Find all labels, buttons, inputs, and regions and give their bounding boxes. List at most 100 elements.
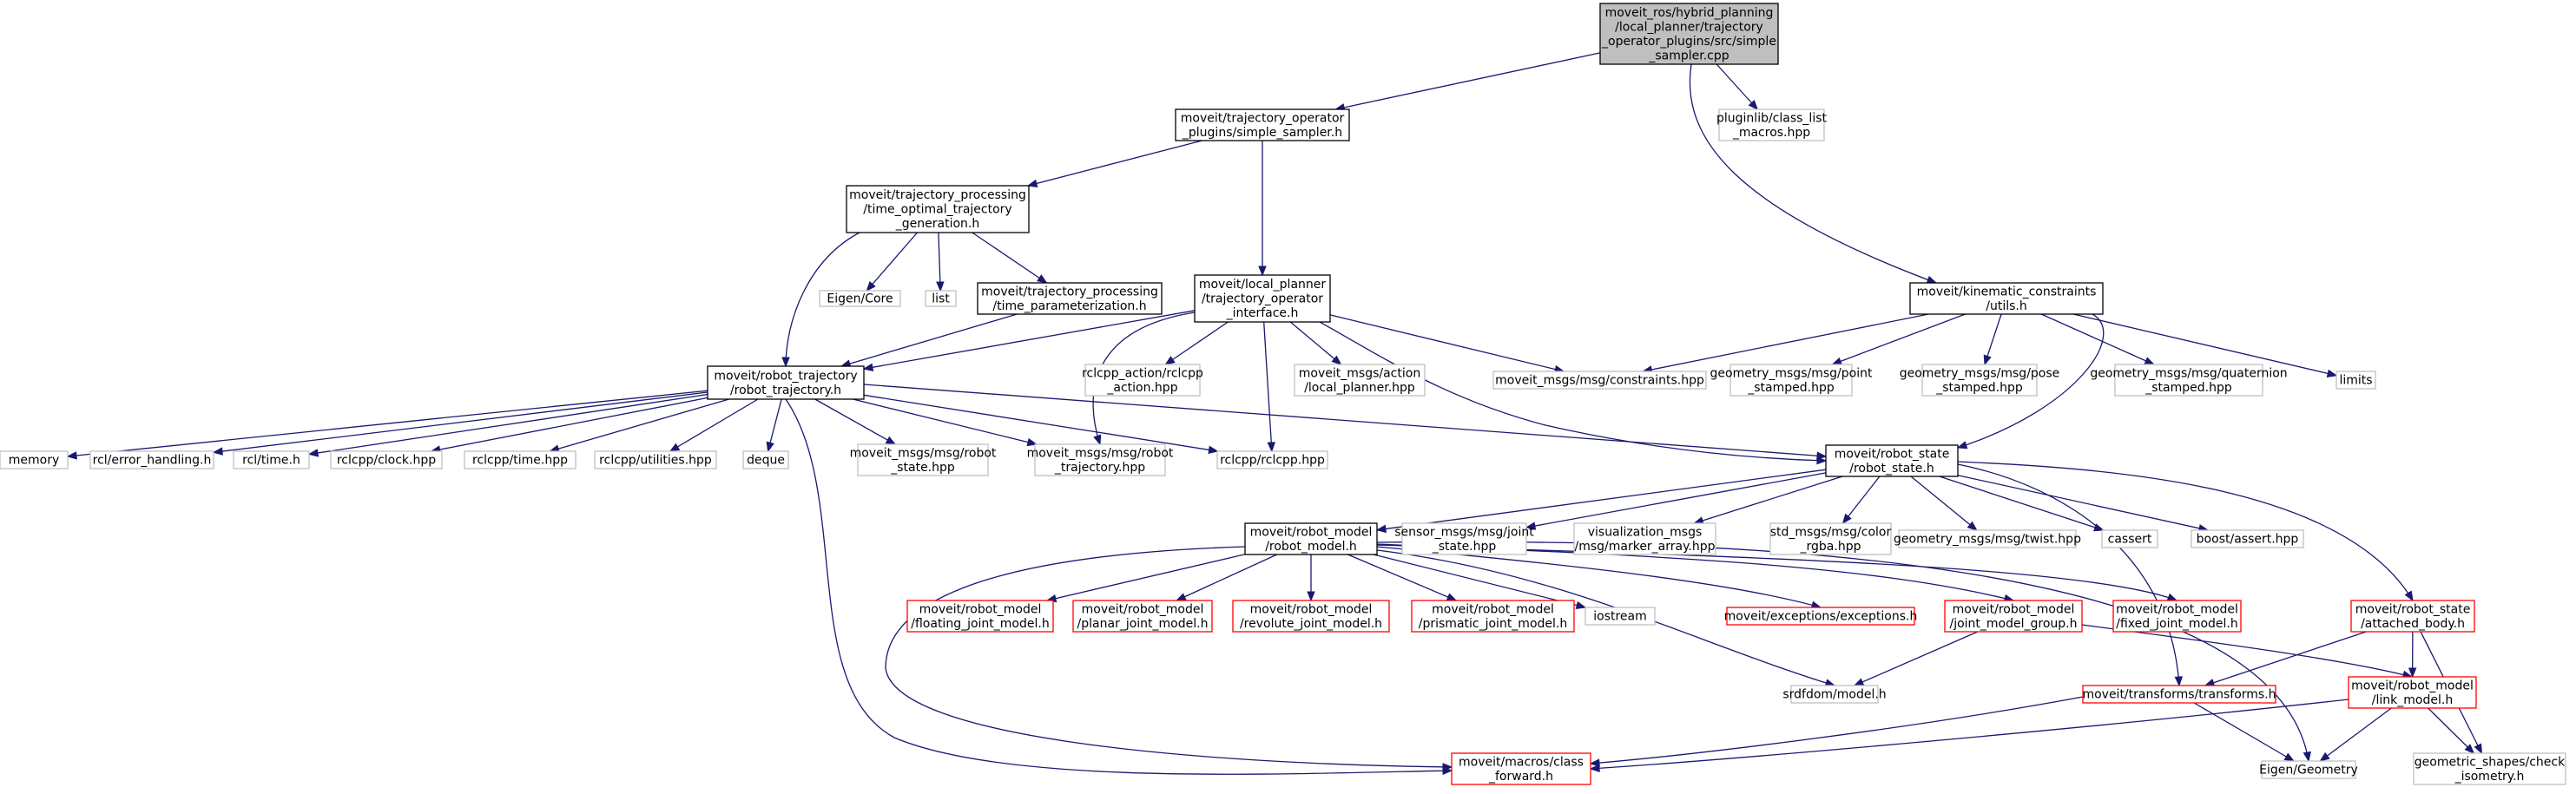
edge-n5-n16 [862, 310, 1196, 371]
node-label-line: _trajectory.hpp [1054, 461, 1145, 475]
node-label-line: moveit/trajectory_operator [1181, 111, 1345, 125]
edge-n3-n13 [1983, 313, 2002, 366]
node-label-line: /robot_model.h [1265, 540, 1357, 554]
node-external-n11: moveit_msgs/msg/constraints.hpp [1492, 371, 1707, 390]
node-label-line: /trajectory_operator [1202, 292, 1323, 306]
edge-n45-n47 [1589, 696, 2084, 767]
node-external-n6: Eigen/Core [819, 290, 901, 307]
edge-n0-n2 [1716, 63, 1759, 110]
node-label-line: rclcpp/time.hpp [472, 454, 568, 468]
node-missing-n46[interactable]: moveit/robot_model/link_model.h [2348, 676, 2477, 709]
node-label-line: _plugins/simple_sampler.h [1182, 126, 1342, 140]
edge-n46-n47 [1589, 699, 2349, 773]
node-doc-n4[interactable]: moveit/trajectory_processing/time_optima… [846, 185, 1030, 233]
node-label-line: rclcpp/utilities.hpp [599, 454, 712, 468]
node-label-line: iostream [1593, 610, 1647, 624]
node-label-line: _interface.h [1226, 306, 1299, 320]
node-missing-n41[interactable]: moveit/robot_model/joint_model_group.h [1944, 600, 2083, 633]
node-missing-n40[interactable]: moveit/exceptions/exceptions.h [1724, 607, 1918, 626]
node-label-line: _forward.h [1488, 770, 1553, 784]
node-external-n33: cassert [2101, 529, 2158, 548]
edge-n16-n23 [766, 398, 782, 453]
node-label-line: /link_model.h [2372, 693, 2453, 707]
node-root-n0[interactable]: moveit_ros/hybrid_planning/local_planner… [1599, 3, 1779, 65]
node-missing-n38[interactable]: moveit/robot_model/prismatic_joint_model… [1411, 600, 1575, 633]
node-label-line: _macros.hpp [1732, 126, 1810, 140]
node-label-line: _stamped.hpp [2144, 381, 2232, 395]
edge-n46-n49 [2428, 707, 2475, 754]
node-label-line: moveit/trajectory_processing [849, 188, 1026, 202]
node-label-line: srdfdom/model.h [1782, 688, 1886, 702]
edge-n27-n45 [1957, 463, 2184, 687]
node-label-line: geometry_msgs/msg/point [1710, 366, 1873, 380]
edge-n28-n40 [1376, 546, 1822, 609]
node-label-line: visualization_msgs [1588, 525, 1703, 539]
node-label-line: geometry_msgs/msg/pose [1900, 366, 2060, 380]
edge-n16-n22 [669, 398, 759, 452]
edge-n27-n33 [1939, 476, 2105, 532]
node-label-line: deque [747, 454, 785, 468]
node-external-n12: geometry_msgs/msg/point_stamped.hpp [1710, 364, 1873, 397]
node-external-n39: iostream [1584, 607, 1656, 626]
node-missing-n47[interactable]: moveit/macros/class_forward.h [1451, 752, 1591, 785]
node-label-line: geometric_shapes/check [2415, 755, 2566, 769]
edge-n28-n47 [885, 546, 1453, 771]
node-doc-n16[interactable]: moveit/robot_trajectory/robot_trajectory… [707, 365, 865, 400]
node-missing-n37[interactable]: moveit/robot_model/revolute_joint_model.… [1232, 600, 1390, 633]
node-doc-n28[interactable]: moveit/robot_model/robot_model.h [1244, 522, 1378, 555]
node-label-line: /utils.h [1986, 299, 2026, 313]
edge-n41-n44 [1853, 631, 1979, 686]
node-external-n17: memory [0, 450, 69, 469]
node-label-line: _isometry.h [2454, 770, 2525, 784]
node-external-n13: geometry_msgs/msg/pose_stamped.hpp [1900, 364, 2060, 397]
node-label-line: moveit/kinematic_constraints [1917, 285, 2097, 299]
edge-n16-n26 [863, 394, 1219, 455]
node-external-n9: rclcpp_action/rclcpp_action.hpp [1082, 364, 1203, 397]
node-label-line: _operator_plugins/src/simple [1601, 35, 1776, 49]
edge-n43-n46 [2408, 631, 2417, 679]
edge-n1-n5 [1258, 141, 1267, 277]
node-missing-n42[interactable]: moveit/robot_model/fixed_joint_model.h [2112, 600, 2242, 633]
node-label-line: /attached_body.h [2361, 617, 2465, 631]
node-missing-n36[interactable]: moveit/robot_model/planar_joint_model.h [1072, 600, 1213, 633]
node-label-line: geometry_msgs/msg/quaternion [2090, 366, 2287, 380]
node-doc-n5[interactable]: moveit/local_planner/trajectory_operator… [1194, 274, 1331, 323]
edge-n45-n48 [2193, 702, 2296, 762]
node-external-n7: list [925, 290, 957, 307]
node-missing-n35[interactable]: moveit/robot_model/floating_joint_model.… [906, 600, 1054, 633]
node-external-n14: geometry_msgs/msg/quaternion_stamped.hpp [2090, 364, 2288, 397]
node-doc-n8[interactable]: moveit/trajectory_processing/time_parame… [977, 282, 1163, 315]
node-label-line: /prismatic_joint_model.h [1419, 617, 1567, 631]
node-doc-n1[interactable]: moveit/trajectory_operator_plugins/simpl… [1175, 108, 1350, 141]
node-label-line: _state.hpp [1432, 540, 1497, 554]
node-label-line: moveit/robot_state [1835, 447, 1950, 461]
node-missing-n43[interactable]: moveit/robot_state/attached_body.h [2350, 600, 2475, 633]
node-external-n49: geometric_shapes/check_isometry.h [2413, 752, 2566, 785]
node-label-line: /robot_state.h [1849, 462, 1934, 476]
node-label-line: /time_parameterization.h [992, 299, 1146, 313]
edge-n1-n4 [1026, 140, 1202, 187]
node-missing-n45[interactable]: moveit/transforms/transforms.h [2082, 685, 2276, 704]
node-external-n20: rclcpp/clock.hpp [330, 450, 443, 469]
node-label-line: /planar_joint_model.h [1077, 617, 1209, 631]
edge-n16-n18 [212, 391, 708, 456]
node-label-line: moveit/local_planner [1199, 278, 1327, 292]
node-doc-n27[interactable]: moveit/robot_state/robot_state.h [1825, 444, 1959, 477]
node-label-line: _generation.h [895, 217, 979, 231]
edge-n0-n3 [1689, 63, 1938, 284]
node-external-n21: rclcpp/time.hpp [464, 450, 576, 469]
node-label-line: /local_planner.hpp [1304, 381, 1415, 395]
edge-n0-n1 [1334, 52, 1601, 112]
node-external-n48: Eigen/Geometry [2259, 760, 2358, 779]
node-doc-n3[interactable]: moveit/kinematic_constraints/utils.h [1909, 282, 2104, 315]
node-label-line: /robot_trajectory.h [730, 384, 841, 397]
node-label-line: rclcpp/clock.hpp [337, 454, 436, 468]
edge-n16-n21 [549, 398, 729, 453]
edge-n43-n45 [2204, 631, 2367, 687]
edge-n16-n25 [853, 398, 1038, 447]
node-label-line: list [932, 292, 950, 306]
edge-n4-n8 [972, 232, 1048, 284]
node-label-line: rclcpp/rclcpp.hpp [1220, 454, 1325, 468]
node-label-line: /floating_joint_model.h [911, 617, 1049, 631]
node-label-line: moveit/robot_model [2351, 679, 2474, 692]
